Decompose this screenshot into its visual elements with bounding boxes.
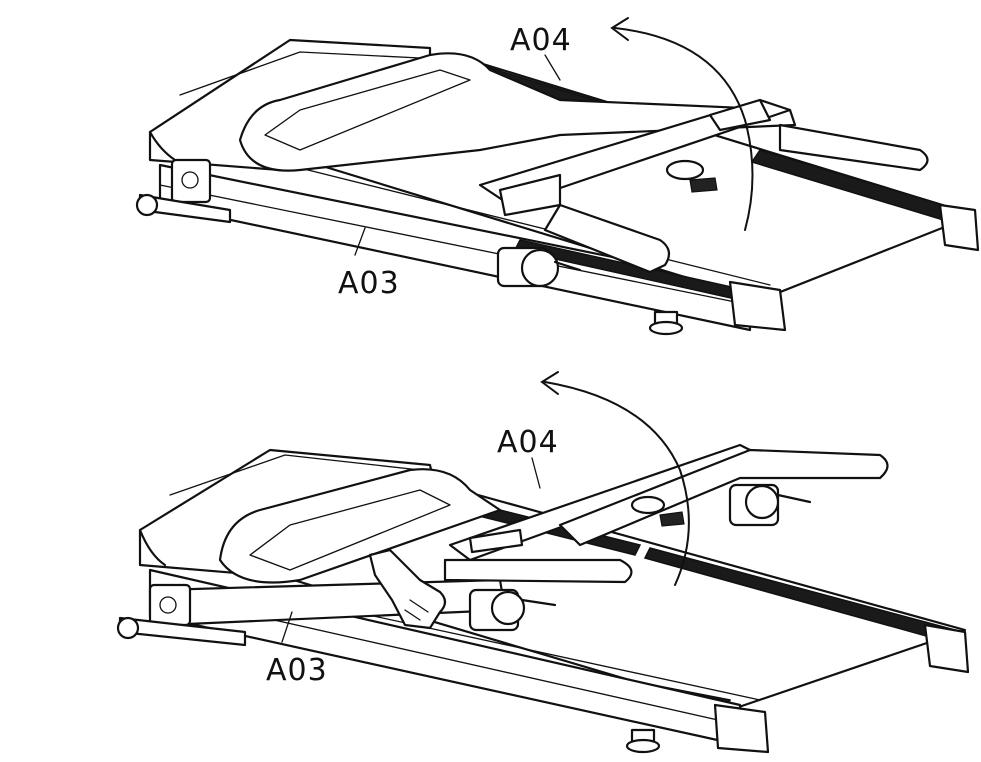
callout-a04: A04 — [510, 23, 572, 58]
callout-leader-a03 — [281, 611, 293, 643]
side-frame-rail — [158, 163, 752, 332]
figure-1-treadmill-folded: A04 A03 — [135, 17, 980, 336]
callout-leader-a04 — [544, 54, 561, 81]
wheel-rear — [135, 193, 232, 224]
handrail-frame — [218, 468, 502, 584]
figure-2-treadmill-raising: A04 A03 — [116, 371, 970, 754]
rotation-arrow-icon — [610, 17, 754, 231]
callout-a03: A03 — [266, 653, 328, 688]
wheel-rear — [116, 616, 247, 647]
foot-leveler — [625, 728, 661, 754]
hand-icon — [368, 548, 447, 630]
rotation-arrow-icon — [540, 371, 690, 586]
callout-leader-a03 — [354, 227, 366, 256]
front-end-cap — [713, 623, 970, 754]
front-end-cap — [728, 203, 980, 332]
callout-a04: A04 — [497, 425, 559, 460]
raised-handrail — [443, 443, 889, 584]
callout-a03: A03 — [338, 266, 400, 301]
side-knob — [468, 483, 812, 632]
foot-leveler — [648, 310, 684, 336]
side-knob — [496, 246, 582, 288]
callout-leader-a04 — [531, 457, 541, 489]
handrail-frame — [238, 52, 929, 274]
pivot-bracket — [170, 158, 212, 204]
